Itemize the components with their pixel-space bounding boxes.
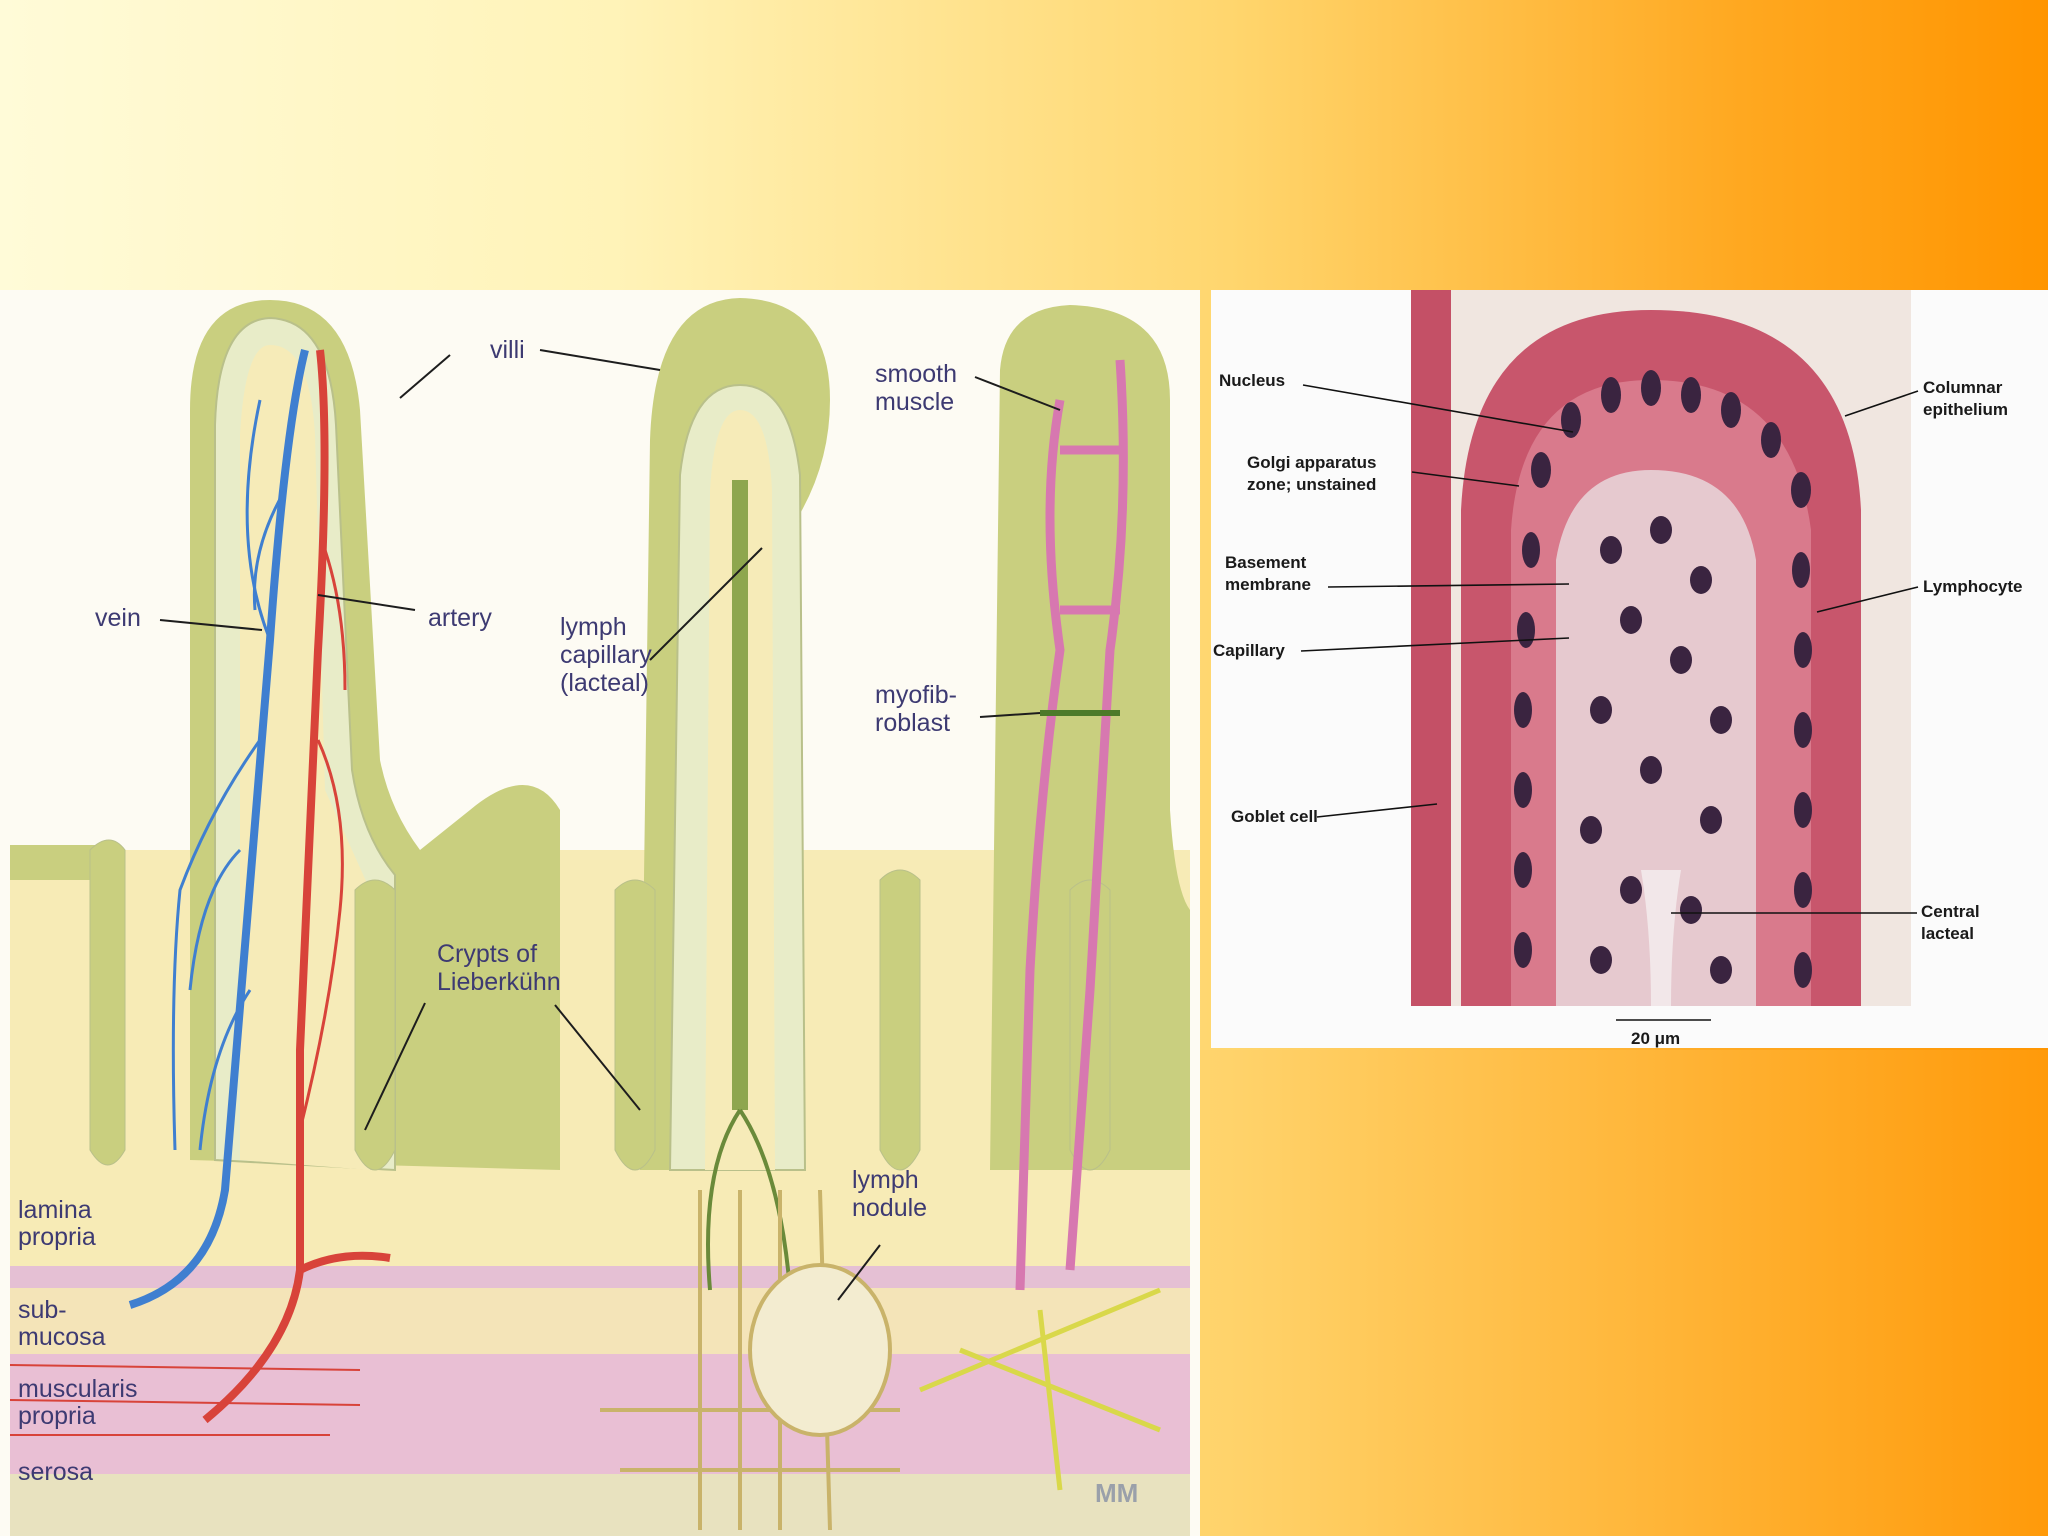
label-lymph-capillary-2: capillary [560, 641, 652, 669]
villus-core [1556, 470, 1756, 1006]
label-villi: villi [490, 336, 525, 364]
label-crypts-2: Lieberkühn [437, 968, 561, 996]
lacteal-vessel [706, 480, 792, 1291]
label-crypts-1: Crypts of [437, 940, 537, 968]
submucosa-layer [10, 1288, 1190, 1354]
label-smooth-muscle-2: muscle [875, 388, 954, 416]
mlabel-central-lacteal-1: Central [1921, 902, 1980, 921]
micrograph-svg: Nucleus Golgi apparatus zone; unstained … [1213, 290, 2023, 1048]
label-lamina-propria-1: lamina [18, 1196, 92, 1224]
crypt-3 [614, 879, 656, 1171]
logo-mm: MM [1095, 1478, 1138, 1508]
mlabel-capillary: Capillary [1213, 641, 1285, 660]
mlabel-golgi-1: Golgi apparatus [1247, 453, 1376, 472]
nuclei [1514, 370, 1812, 988]
label-myofibroblast-1: myofib- [875, 681, 957, 709]
villus-right [990, 305, 1190, 1170]
smooth-muscle-strands [1015, 359, 1128, 1291]
mlabel-golgi-2: zone; unstained [1247, 475, 1376, 494]
label-submucosa-2: mucosa [18, 1323, 106, 1351]
villus-diagram: villi smooth muscle vein artery lymph ca… [0, 290, 1200, 1536]
label-muscularis-propria-2: propria [18, 1402, 96, 1430]
label-serosa: serosa [18, 1458, 93, 1486]
crypt-4 [879, 869, 921, 1171]
submucosal-plexus [919, 1287, 1161, 1491]
label-artery: artery [428, 604, 492, 632]
artery-vessels [9, 349, 391, 1436]
label-lymph-capillary-1: lymph [560, 613, 627, 641]
lymph-network [600, 1189, 900, 1531]
leader-lines [159, 349, 1061, 1301]
label-myofibroblast-2: roblast [875, 709, 950, 737]
mlabel-basement-1: Basement [1225, 553, 1307, 572]
micro-leader-lines [1300, 384, 1919, 1021]
left-neighbor-villus [1411, 290, 1451, 1006]
villus-diagram-svg: villi smooth muscle vein artery lymph ca… [9, 298, 1190, 1536]
label-smooth-muscle-1: smooth [875, 360, 957, 388]
label-lymph-capillary-3: (lacteal) [560, 669, 649, 697]
label-vein: vein [95, 604, 141, 632]
label-lamina-propria-2: propria [18, 1223, 96, 1251]
serosa-layer [10, 1474, 1190, 1536]
villus-left-core [240, 345, 370, 1170]
mlabel-central-lacteal-2: lacteal [1921, 924, 1974, 943]
mlabel-goblet: Goblet cell [1231, 807, 1318, 826]
mlabel-lymphocyte: Lymphocyte [1923, 577, 2023, 596]
central-lacteal [1641, 870, 1681, 1006]
label-submucosa-1: sub- [18, 1296, 67, 1324]
mlabel-columnar-1: Columnar [1923, 378, 2003, 397]
label-lymph-nodule-1: lymph [852, 1166, 919, 1194]
mlabel-nucleus: Nucleus [1219, 371, 1285, 390]
vein-vessels [128, 349, 309, 1309]
scale-bar-label: 20 μm [1631, 1029, 1680, 1048]
label-muscularis-propria-1: muscularis [18, 1375, 137, 1403]
histology-micrograph: Nucleus Golgi apparatus zone; unstained … [1211, 290, 2048, 1048]
mlabel-basement-2: membrane [1225, 575, 1311, 594]
label-lymph-nodule-2: nodule [852, 1194, 927, 1222]
mlabel-columnar-2: epithelium [1923, 400, 2008, 419]
crypt-1 [89, 839, 126, 1166]
crypt-2 [354, 879, 396, 1171]
